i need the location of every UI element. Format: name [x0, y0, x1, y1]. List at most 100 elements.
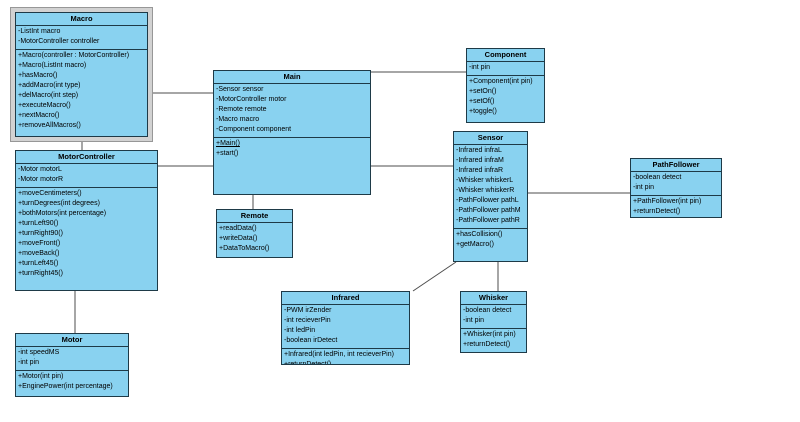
class-member: -int speedMS [18, 349, 60, 356]
class-member: -Sensor sensor [216, 86, 264, 93]
class-attributes: -int speedMS -int pin [16, 346, 128, 370]
class-methods: +Macro(controller : MotorController) +Mac… [16, 49, 147, 136]
class-member: +getMacro() [456, 241, 494, 248]
class-methods: +Infrared(int ledPin, int recieverPin) +r… [282, 348, 409, 365]
class-box-component[interactable]: Component -int pin +Component(int pin) +s… [466, 48, 545, 123]
class-member: -Motor motorR [18, 176, 64, 183]
class-member: -Whisker whiskerL [456, 177, 514, 184]
class-member: +start() [216, 150, 239, 157]
class-member: -boolean detect [633, 174, 682, 181]
class-member: +toggle() [469, 108, 497, 115]
class-box-macro[interactable]: Macro -ListInt macro -MotorController con… [15, 12, 148, 137]
class-member: +turnDegrees(int degrees) [18, 200, 100, 207]
connector-sensor-infrared[interactable] [412, 261, 457, 292]
class-methods: +Component(int pin) +setOn() +setOf() +togg… [467, 75, 544, 122]
class-member: -int recieverPin [284, 317, 331, 324]
class-member: +Macro(ListInt macro) [18, 62, 87, 69]
class-member: -PathFollower pathL [456, 197, 519, 204]
class-member: +writeData() [219, 235, 258, 242]
class-member: -Motor motorL [18, 166, 62, 173]
class-member: +turnRight90() [18, 230, 63, 237]
class-attributes: -Sensor sensor -MotorController motor -Rem… [214, 83, 370, 137]
class-title: Main [283, 72, 301, 81]
class-member: +moveBack() [18, 250, 60, 257]
class-member: +PathFollower(int pin) [633, 198, 702, 205]
class-member: -boolean detect [463, 307, 512, 314]
class-member: -Infrared infraL [456, 147, 502, 154]
class-member: -Component component [216, 126, 292, 133]
class-member: -Whisker whiskerR [456, 187, 515, 194]
class-member: -int pin [463, 317, 485, 324]
class-member: +delMacro(int step) [18, 92, 79, 99]
class-box-infrared[interactable]: Infrared -PWM irZender-int recieverPin-i… [281, 291, 410, 365]
class-member: -MotorController controller [18, 38, 100, 45]
class-box-pathfollower[interactable]: PathFollower -boolean detect-int pin +Pa… [630, 158, 722, 218]
class-box-main[interactable]: Main -Sensor sensor -MotorController moto… [213, 70, 371, 195]
class-title: Component [484, 50, 527, 59]
class-member: +returnDetect() [633, 208, 681, 215]
class-methods: +Main() +start() [214, 137, 370, 194]
class-member: -ListInt macro [18, 28, 61, 35]
class-methods: +moveCentimeters() +turnDegrees(int degre… [16, 187, 157, 290]
class-member: +setOn() [469, 88, 497, 95]
class-member: -Infrared infraR [456, 167, 504, 174]
class-box-motor[interactable]: Motor -int speedMS-int pin +Motor(int pi… [15, 333, 129, 397]
class-member: -MotorController motor [216, 96, 287, 103]
class-member: +Component(int pin) [469, 78, 533, 85]
class-member: +hasCollision() [456, 231, 503, 238]
class-attributes: -Motor motorL -Motor motorR [16, 163, 157, 187]
class-box-remote[interactable]: Remote +readData() +writeData() +DataToMac… [216, 209, 293, 258]
class-member: +EnginePower(int percentage) [18, 383, 113, 390]
class-member: +turnLeft90() [18, 220, 59, 227]
class-attributes: -PWM irZender-int recieverPin-int ledPin… [282, 304, 409, 348]
class-member: +moveCentimeters() [18, 190, 82, 197]
class-attributes: -Infrared infraL -Infrared infraM -Infrare… [454, 144, 527, 228]
class-attributes: -boolean detect -int pin [461, 304, 526, 328]
class-member: -PathFollower pathR [456, 217, 520, 224]
class-member: -int pin [18, 359, 40, 366]
class-methods: +readData() +writeData() +DataToMacro() [217, 222, 292, 257]
class-title: Infrared [331, 293, 360, 302]
class-methods: +hasCollision() +getMacro() [454, 228, 527, 261]
class-box-motorcontroller[interactable]: MotorController -Motor motorL-Motor moto… [15, 150, 158, 291]
class-attributes: -boolean detect -int pin [631, 171, 721, 195]
class-title: Whisker [478, 293, 509, 302]
class-member: -boolean irDetect [284, 337, 338, 344]
class-title: Sensor [477, 133, 504, 142]
class-member: +returnDetect() [284, 361, 332, 365]
class-methods: +Whisker(int pin) +returnDetect() [461, 328, 526, 352]
class-member: -int pin [469, 64, 491, 71]
class-title: MotorController [58, 152, 115, 161]
class-member: +moveFront() [18, 240, 61, 247]
class-title: Remote [240, 211, 269, 220]
class-attributes: -ListInt macro -MotorController controlle… [16, 25, 147, 49]
class-member: +DataToMacro() [219, 245, 270, 252]
class-member: +returnDetect() [463, 341, 511, 348]
class-methods: +PathFollower(int pin) +returnDetect() [631, 195, 721, 217]
class-box-sensor[interactable]: Sensor -Infrared infraL-Infrared infraM-… [453, 131, 528, 262]
class-box-whisker[interactable]: Whisker -boolean detect -int pin +Whisker… [460, 291, 527, 353]
class-attributes: -int pin [467, 61, 544, 75]
class-member: +Whisker(int pin) [463, 331, 516, 338]
class-member: +hasMacro() [18, 72, 58, 79]
class-member: -Remote remote [216, 106, 267, 113]
class-member: +turnRight45() [18, 270, 63, 277]
class-member: +setOf() [469, 98, 495, 105]
class-member: +executeMacro() [18, 102, 71, 109]
class-title: Macro [70, 14, 93, 23]
class-member: -Infrared infraM [456, 157, 504, 164]
class-member: +Main() [216, 140, 240, 147]
class-member: -Macro macro [216, 116, 260, 123]
class-member: -int ledPin [284, 327, 316, 334]
class-member: +bothMotors(int percentage) [18, 210, 107, 217]
class-member: +removeAllMacros() [18, 122, 81, 129]
class-member: +Macro(controller : MotorController) [18, 52, 130, 59]
class-title: Motor [61, 335, 83, 344]
class-member: +readData() [219, 225, 257, 232]
class-member: +nextMacro() [18, 112, 60, 119]
class-member: +addMacro(int type) [18, 82, 81, 89]
class-member: -int pin [633, 184, 655, 191]
class-member: +Infrared(int ledPin, int recieverPin) [284, 351, 394, 358]
